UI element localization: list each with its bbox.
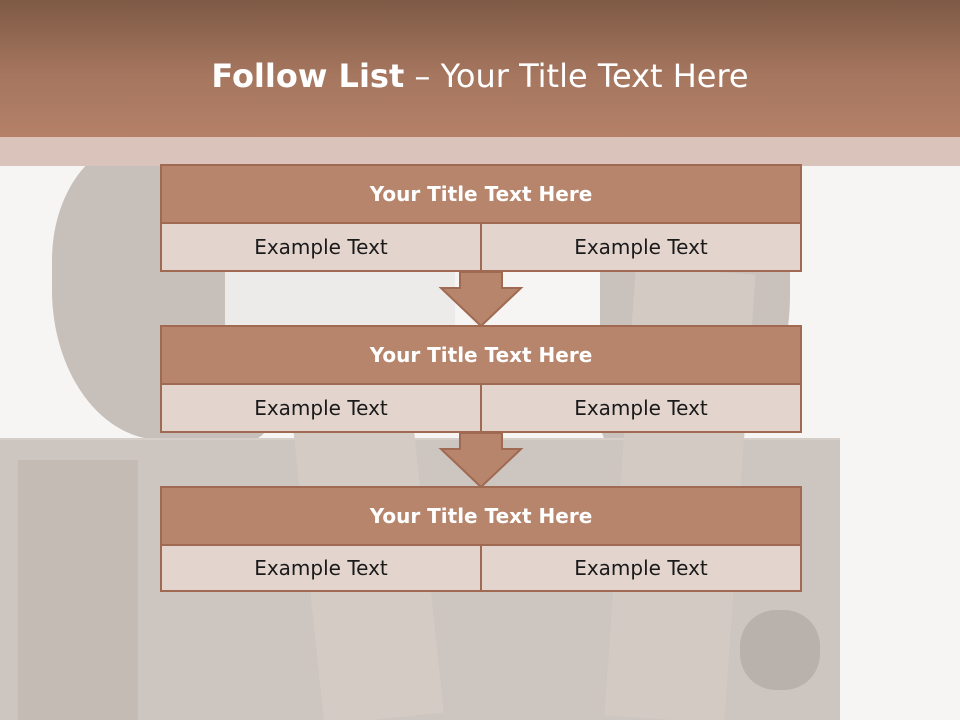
header-bar [0,0,960,137]
block-cell-right: Example Text [480,383,802,433]
block-title: Your Title Text Here [160,325,802,385]
header-band [0,137,960,166]
block-cell-left: Example Text [160,544,482,592]
block-title: Your Title Text Here [160,164,802,224]
slide-title: Follow List – Your Title Text Here [0,54,960,98]
background-photo-desk-side [18,460,138,720]
down-arrow-icon [438,272,524,328]
background-photo-shoe [740,610,820,690]
slide-title-bold: Follow List [211,57,405,95]
block-title: Your Title Text Here [160,486,802,546]
block-cell-right: Example Text [480,544,802,592]
block-cell-left: Example Text [160,222,482,272]
down-arrow-icon [438,433,524,489]
slide-title-rest: – Your Title Text Here [404,57,749,95]
block-cell-right: Example Text [480,222,802,272]
block-cell-left: Example Text [160,383,482,433]
